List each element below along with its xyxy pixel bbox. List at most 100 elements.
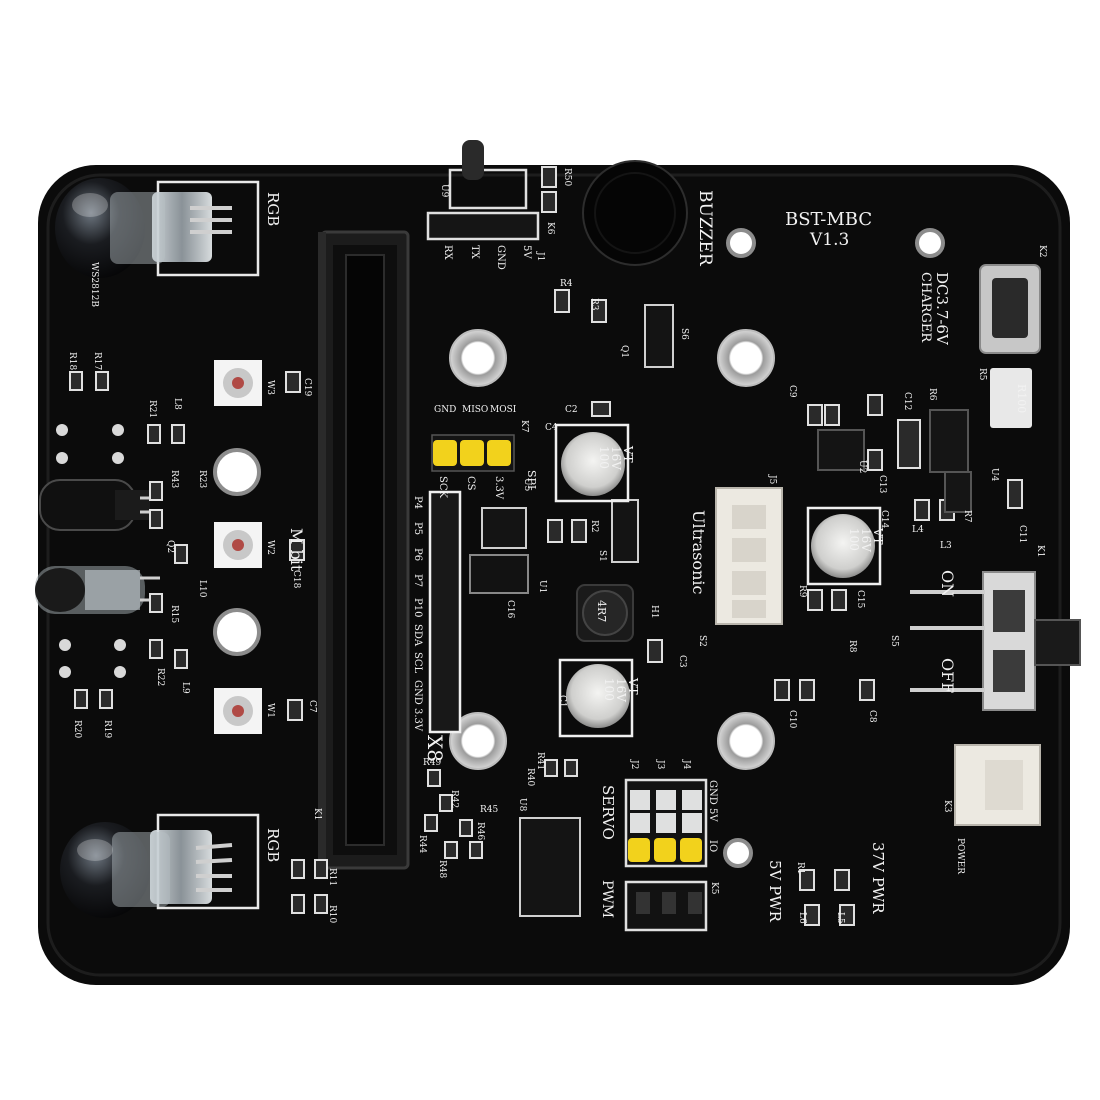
svg-text:5V: 5V xyxy=(521,245,532,259)
board-model-label: BST-MBC xyxy=(785,209,872,230)
svg-text:R19: R19 xyxy=(102,720,112,739)
svg-text:U4: U4 xyxy=(989,468,999,482)
svg-text:16V: 16V xyxy=(859,528,873,552)
svg-text:R2: R2 xyxy=(589,520,599,533)
svg-text:J3: J3 xyxy=(655,759,665,770)
svg-text:L10: L10 xyxy=(197,580,207,598)
servo-pin-labels: GND 5V IO xyxy=(707,780,718,852)
charger-label: CHARGER xyxy=(918,272,933,343)
svg-text:S5: S5 xyxy=(889,635,899,647)
svg-text:VT: VT xyxy=(626,677,640,695)
svg-text:R3: R3 xyxy=(589,298,599,311)
svg-text:RX: RX xyxy=(442,245,453,261)
svg-text:5V: 5V xyxy=(707,808,718,822)
svg-text:K2: K2 xyxy=(1037,245,1047,257)
svg-text:C10: C10 xyxy=(787,710,797,729)
buzzer xyxy=(582,160,688,266)
svg-text:100: 100 xyxy=(602,678,616,701)
io-header-strip xyxy=(428,490,462,734)
svg-text:R1: R1 xyxy=(795,862,805,875)
svg-text:R20: R20 xyxy=(72,720,82,739)
pwm-label: PWM xyxy=(599,880,615,918)
svg-text:R21: R21 xyxy=(147,400,157,418)
svg-text:P6: P6 xyxy=(412,548,423,561)
svg-text:C2: C2 xyxy=(565,405,578,415)
capacitor-top xyxy=(554,423,630,503)
svg-text:R43: R43 xyxy=(169,470,179,489)
microbit-edge-connector xyxy=(318,230,410,870)
svg-text:R42: R42 xyxy=(449,790,459,808)
resistor-value-label: R100 xyxy=(1015,384,1028,413)
svg-text:R7: R7 xyxy=(962,510,972,523)
svg-text:K6: K6 xyxy=(545,222,555,235)
capacitor-bottom xyxy=(558,658,634,738)
svg-text:R46: R46 xyxy=(475,822,485,841)
svg-text:Q1: Q1 xyxy=(619,345,629,358)
svg-text:MOSI: MOSI xyxy=(490,405,517,415)
svg-text:W1: W1 xyxy=(265,703,275,718)
spi-pin-labels-top: GND MISO MOSI xyxy=(434,405,517,415)
svg-text:R45: R45 xyxy=(480,805,499,815)
svg-text:GND: GND xyxy=(412,680,423,705)
ir-sensor-bottom xyxy=(35,566,160,614)
svg-text:L9: L9 xyxy=(180,682,190,694)
svg-text:K1: K1 xyxy=(312,808,322,820)
serial-pin-labels: RX TX GND 5V xyxy=(442,245,532,270)
svg-text:L5: L5 xyxy=(835,912,845,924)
svg-text:100: 100 xyxy=(847,528,861,551)
svg-text:S1: S1 xyxy=(597,550,607,562)
svg-text:K5: K5 xyxy=(709,882,719,895)
svg-text:U5: U5 xyxy=(522,478,532,492)
svg-text:R10: R10 xyxy=(327,905,337,924)
svg-text:C3: C3 xyxy=(677,655,687,668)
svg-text:C19: C19 xyxy=(302,378,312,397)
svg-text:Q2: Q2 xyxy=(165,540,175,553)
svg-text:C1: C1 xyxy=(557,695,567,708)
svg-text:WS2812B: WS2812B xyxy=(89,262,99,307)
svg-text:L8: L8 xyxy=(172,398,182,410)
ultrasonic-connector xyxy=(715,487,783,625)
svg-text:J4: J4 xyxy=(681,759,691,770)
svg-text:C18: C18 xyxy=(291,570,301,589)
svg-text:U1: U1 xyxy=(537,580,547,593)
svg-text:16V: 16V xyxy=(609,446,623,470)
svg-text:P10: P10 xyxy=(412,598,423,617)
svg-text:K7: K7 xyxy=(519,420,529,433)
ws2812-leds xyxy=(214,360,262,734)
x8-label: X8 xyxy=(423,735,447,762)
svg-text:R50: R50 xyxy=(562,168,572,187)
svg-text:R18: R18 xyxy=(67,352,77,371)
svg-text:C12: C12 xyxy=(902,392,912,410)
power-slide-switch xyxy=(910,571,1081,711)
svg-text:P7: P7 xyxy=(412,574,423,587)
power-connector xyxy=(954,744,1041,826)
svg-text:C16: C16 xyxy=(505,600,515,619)
mbit-label: M bit xyxy=(287,528,306,572)
rgb-led-bottom xyxy=(60,813,260,918)
svg-text:SDA: SDA xyxy=(412,624,423,647)
svg-text:VT: VT xyxy=(871,527,885,545)
svg-text:R4: R4 xyxy=(560,279,573,289)
pwr-5v-label: 5V PWR xyxy=(766,860,784,923)
svg-text:VT: VT xyxy=(621,445,635,463)
switch-off-label: OFF xyxy=(938,658,957,693)
svg-text:R15: R15 xyxy=(169,605,179,624)
svg-text:C4: C4 xyxy=(545,423,558,433)
svg-text:K3: K3 xyxy=(942,800,952,813)
svg-text:L4: L4 xyxy=(912,525,924,535)
svg-text:W3: W3 xyxy=(265,380,275,395)
svg-text:R5: R5 xyxy=(977,368,987,381)
rgb-bottom-label: RGB xyxy=(264,828,282,862)
svg-text:3.3V: 3.3V xyxy=(493,476,504,500)
svg-text:C7: C7 xyxy=(307,700,317,713)
servo-header xyxy=(624,778,708,868)
svg-text:GND: GND xyxy=(495,245,506,270)
svg-text:U9: U9 xyxy=(439,184,449,198)
svg-text:R44: R44 xyxy=(417,835,427,854)
spi-pin-labels-bottom: SCK CS 3.3V xyxy=(437,476,504,500)
svg-text:CS: CS xyxy=(465,476,476,491)
svg-text:R6: R6 xyxy=(927,388,937,401)
inductor-value-label: 4R7 xyxy=(595,600,608,622)
svg-text:R9: R9 xyxy=(797,585,807,598)
